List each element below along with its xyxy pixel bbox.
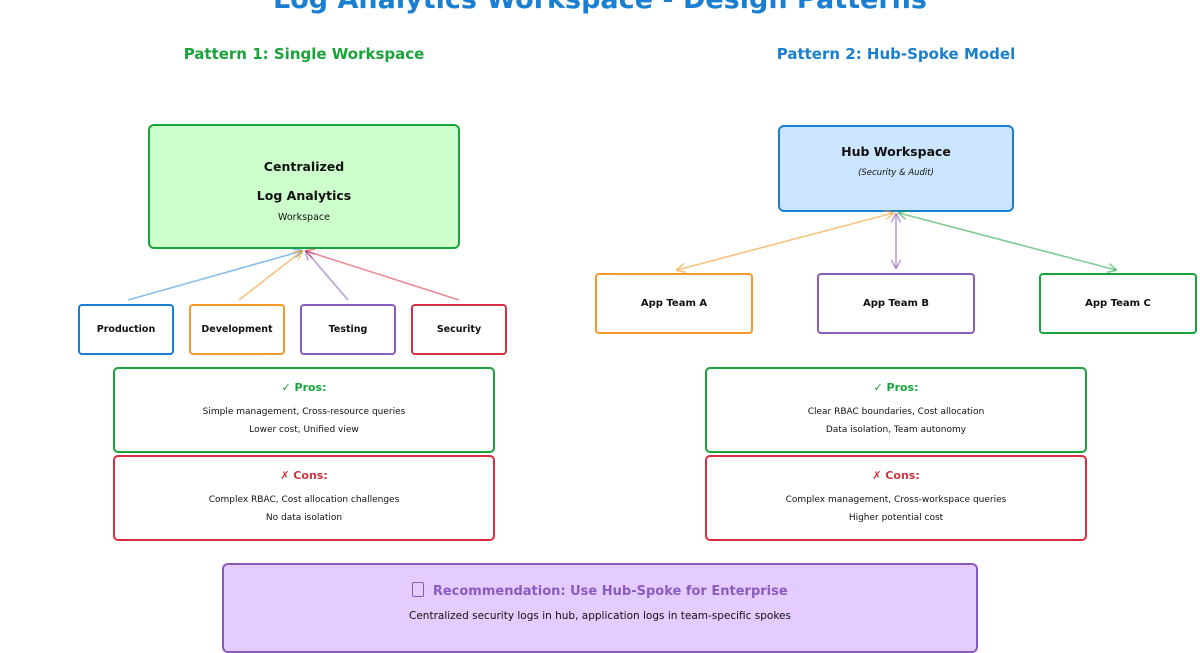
arrow-hub-team-c: [899, 213, 1116, 270]
pattern2-cons-heading: ✗ Cons:: [872, 469, 920, 482]
pattern1-heading: Pattern 1: Single Workspace: [183, 45, 425, 63]
node-production: Production: [78, 304, 174, 355]
recommendation-box: Recommendation: Use Hub-Spoke for Enterp…: [222, 563, 978, 653]
diagram-title: Log Analytics Workspace - Design Pattern…: [0, 0, 1200, 15]
central-workspace-box: Centralized Log Analytics Workspace: [148, 124, 460, 249]
arrow-security: [306, 251, 460, 301]
pattern1-pros-panel: ✓ Pros: Simple management, Cross-resourc…: [113, 367, 495, 453]
pattern1-pros-line1: Simple management, Cross-resource querie…: [202, 407, 406, 417]
hub-workspace-subtitle: (Security & Audit): [858, 168, 934, 178]
node-testing: Testing: [300, 304, 396, 355]
spoke-app-team-c: App Team C: [1039, 273, 1197, 334]
hub-workspace-title: Hub Workspace: [841, 144, 951, 159]
central-workspace-line1: Centralized: [263, 159, 345, 174]
arrow-testing: [306, 251, 349, 301]
pattern2-cons-line2: Higher potential cost: [848, 513, 944, 523]
pattern2-cons-panel: ✗ Cons: Complex management, Cross-worksp…: [705, 455, 1087, 541]
pattern1-cons-line1: Complex RBAC, Cost allocation challenges: [208, 495, 400, 505]
arrow-production: [127, 251, 302, 301]
node-development: Development: [189, 304, 285, 355]
pattern1-cons-panel: ✗ Cons: Complex RBAC, Cost allocation ch…: [113, 455, 495, 541]
node-security: Security: [411, 304, 507, 355]
pattern1-pros-heading: ✓ Pros:: [281, 381, 327, 394]
pattern2-heading: Pattern 2: Hub-Spoke Model: [776, 45, 1016, 63]
lightbulb-icon: [412, 582, 425, 597]
pattern2-pros-heading: ✓ Pros:: [873, 381, 919, 394]
recommendation-heading: Recommendation: Use Hub-Spoke for Enterp…: [432, 584, 788, 599]
spoke-app-team-a: App Team A: [595, 273, 753, 334]
pattern2-pros-line2: Data isolation, Team autonomy: [825, 425, 967, 435]
central-workspace-line2: Log Analytics: [256, 188, 352, 203]
central-workspace-line3: Workspace: [278, 212, 330, 223]
pattern1-pros-line2: Lower cost, Unified view: [249, 425, 359, 435]
recommendation-text: Centralized security logs in hub, applic…: [409, 610, 791, 622]
recommendation-heading-row: Recommendation: Use Hub-Spoke for Enterp…: [224, 582, 976, 599]
pattern1-cons-line2: No data isolation: [265, 513, 343, 523]
pattern2-cons-line1: Complex management, Cross-workspace quer…: [785, 495, 1007, 505]
hub-workspace-box: Hub Workspace (Security & Audit): [778, 125, 1014, 212]
arrow-development: [238, 251, 302, 301]
arrow-hub-team-a: [677, 213, 893, 270]
pattern1-cons-heading: ✗ Cons:: [280, 469, 328, 482]
pattern2-pros-line1: Clear RBAC boundaries, Cost allocation: [807, 407, 985, 417]
spoke-app-team-b: App Team B: [817, 273, 975, 334]
pattern2-pros-panel: ✓ Pros: Clear RBAC boundaries, Cost allo…: [705, 367, 1087, 453]
connector-arrows: [127, 0, 1200, 301]
